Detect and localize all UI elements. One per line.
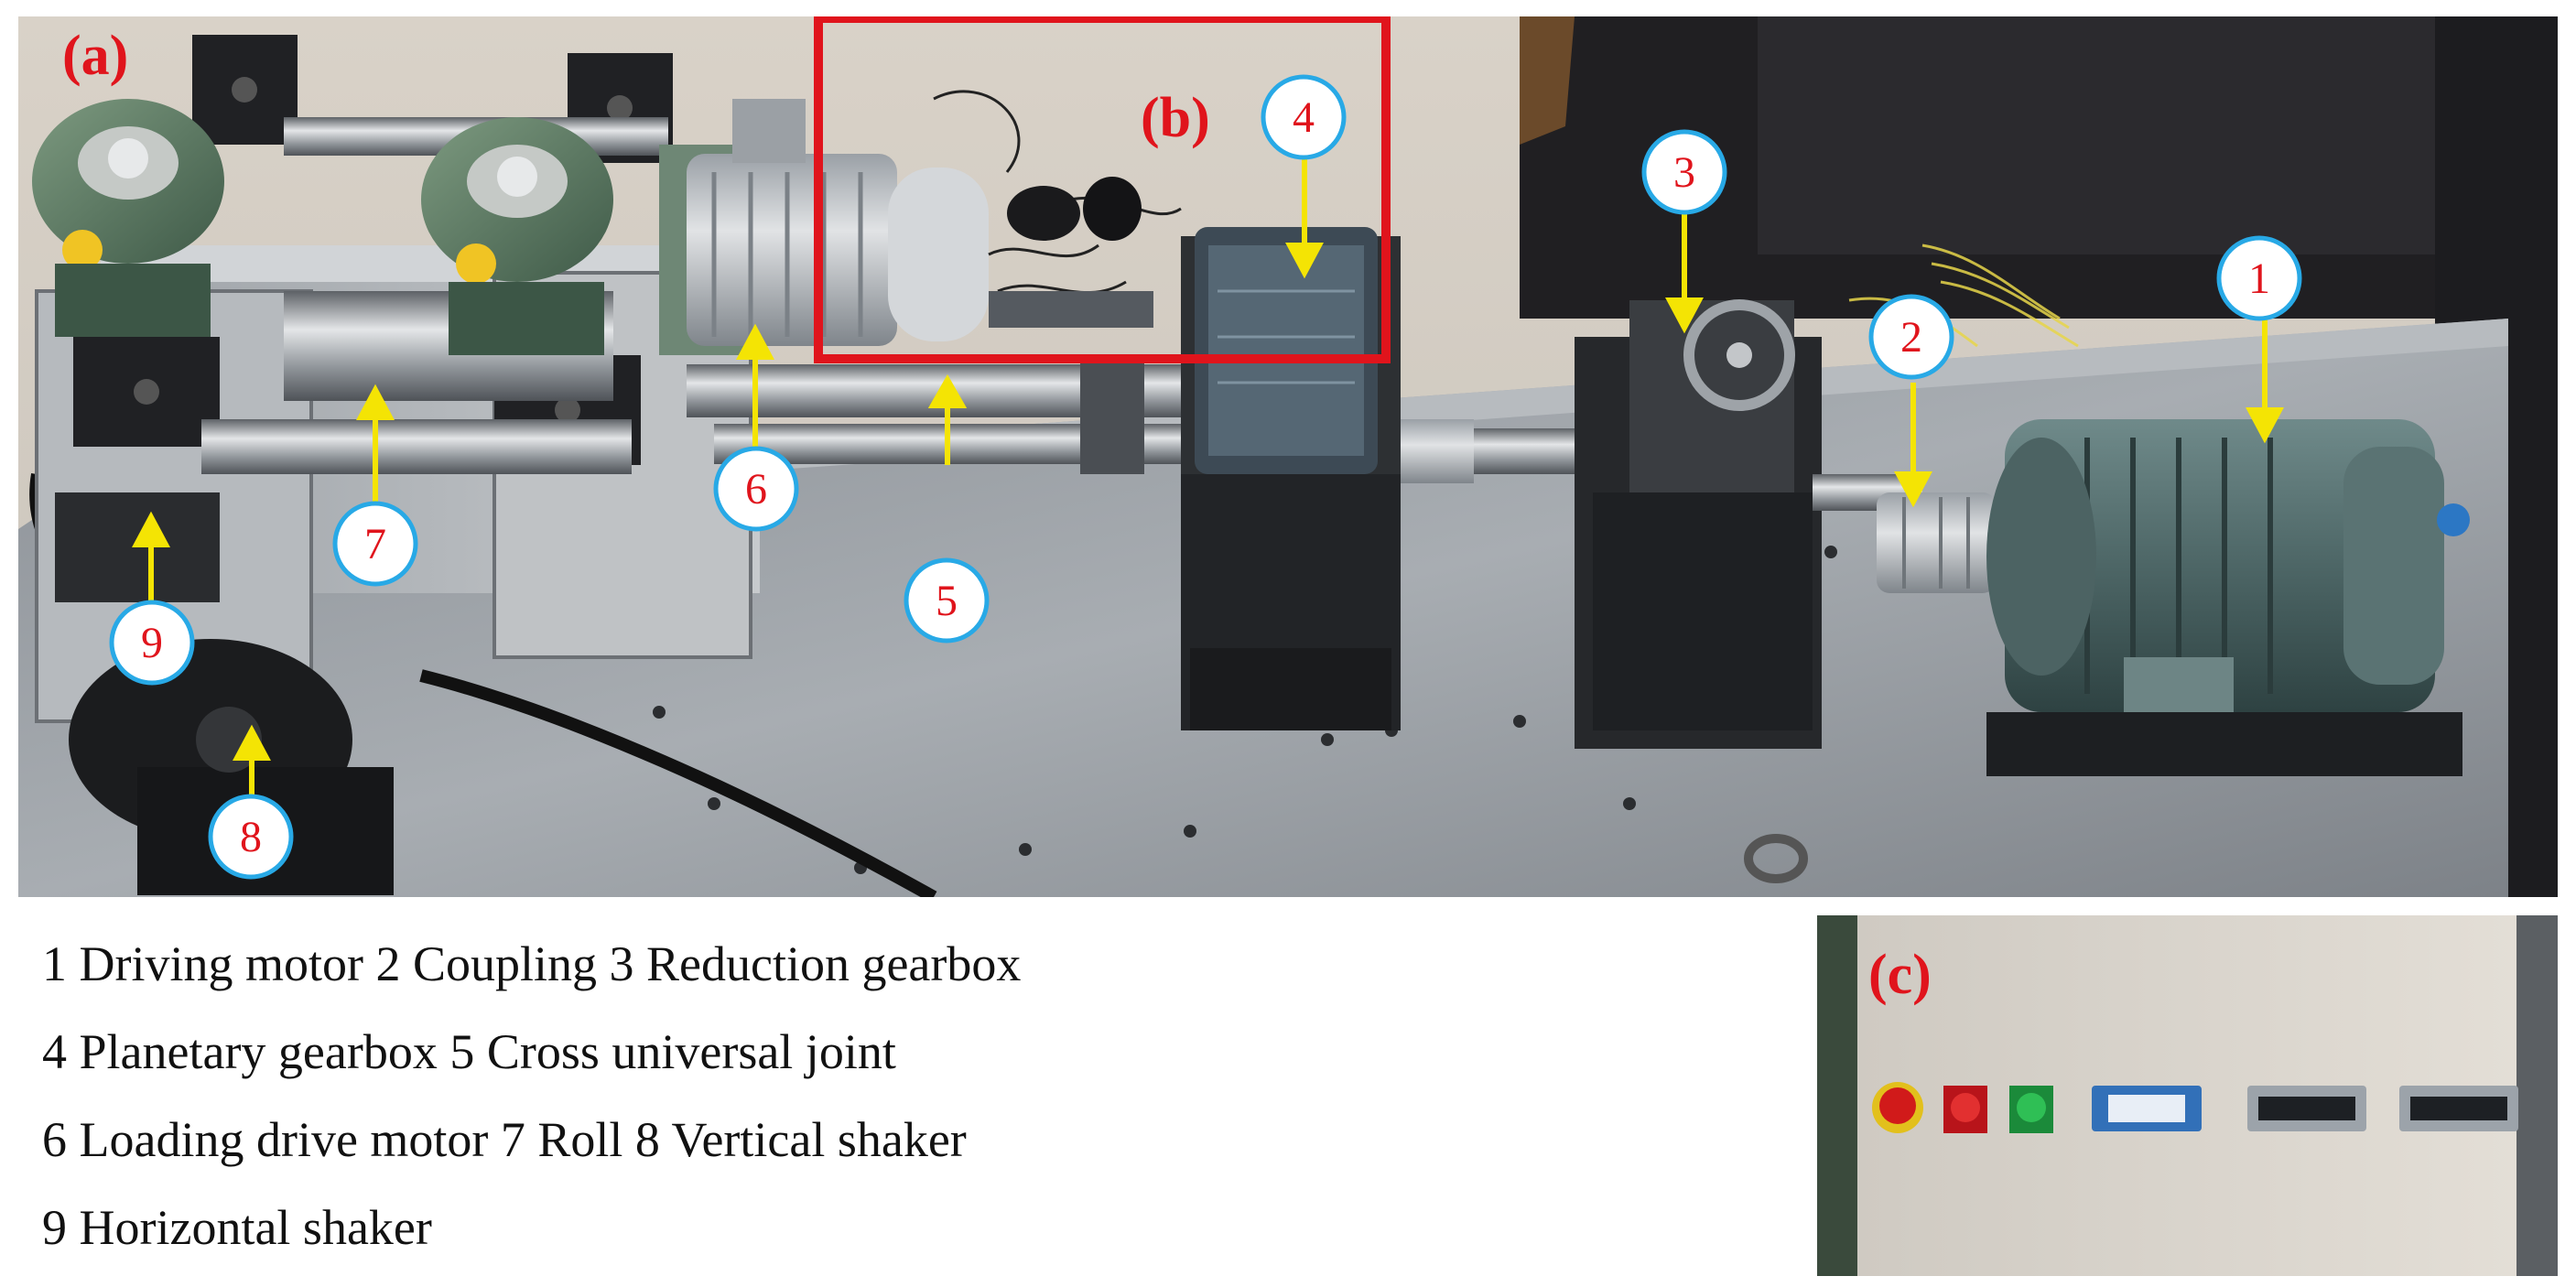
svg-text:9: 9 <box>141 619 163 667</box>
svg-text:7: 7 <box>364 520 386 568</box>
component-legend: 1 Driving motor 2 Coupling 3 Reduction g… <box>42 920 1781 1271</box>
svg-text:1: 1 <box>2248 254 2270 303</box>
legend-line-4: 9 Horizontal shaker <box>42 1200 432 1255</box>
control-panel-photo: (c) <box>1817 915 2558 1276</box>
panel-c-label: (c) <box>1868 944 1932 1006</box>
marker-1: 1 <box>2215 234 2303 322</box>
svg-text:3: 3 <box>1673 148 1695 197</box>
marker-9: 9 <box>108 599 196 687</box>
marker-8: 8 <box>207 793 295 881</box>
marker-2: 2 <box>1867 293 1955 381</box>
svg-text:5: 5 <box>936 577 958 625</box>
svg-text:8: 8 <box>240 813 262 861</box>
legend-line-2: 4 Planetary gearbox 5 Cross universal jo… <box>42 1024 896 1079</box>
test-rig-photo: (a) (b) 1 2 3 4 5 6 7 8 9 <box>18 16 2558 897</box>
marker-7: 7 <box>331 500 419 588</box>
svg-text:2: 2 <box>1900 313 1922 362</box>
marker-5: 5 <box>903 557 990 644</box>
svg-text:4: 4 <box>1293 93 1315 142</box>
panel-b-outline <box>814 16 1391 363</box>
marker-3: 3 <box>1640 128 1728 216</box>
svg-text:6: 6 <box>745 465 767 514</box>
legend-line-3: 6 Loading drive motor 7 Roll 8 Vertical … <box>42 1112 967 1167</box>
panel-b-label: (b) <box>1141 87 1210 149</box>
panel-a-label: (a) <box>62 25 129 87</box>
marker-4: 4 <box>1260 73 1348 161</box>
legend-line-1: 1 Driving motor 2 Coupling 3 Reduction g… <box>42 936 1022 991</box>
marker-6: 6 <box>712 445 800 533</box>
